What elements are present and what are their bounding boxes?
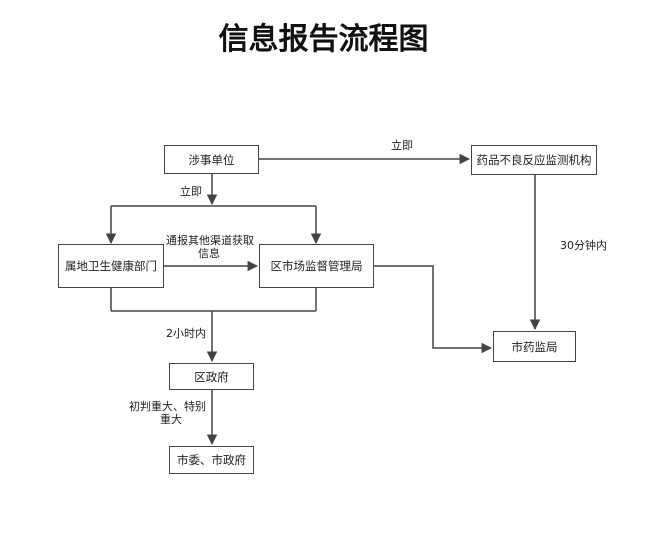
node-city-committee: 市委、市政府 (169, 446, 254, 474)
label-within-30min: 30分钟内 (560, 239, 607, 252)
node-district-gov: 区政府 (169, 363, 254, 390)
label-major-1: 初判重大、特别 (129, 400, 206, 413)
node-market-bureau: 区市场监督管理局 (259, 244, 374, 288)
node-adr-monitoring: 药品不良反应监测机构 (471, 145, 597, 175)
label-immediate-down: 立即 (180, 185, 202, 198)
label-immediate-top: 立即 (391, 139, 413, 152)
label-other-channels-2: 信息 (198, 247, 220, 260)
label-within-2h: 2小时内 (166, 327, 206, 340)
page-title: 信息报告流程图 (218, 22, 429, 57)
arrow-market-to-city (374, 265, 493, 354)
node-health-dept: 属地卫生健康部门 (58, 244, 164, 288)
node-involved-unit: 涉事单位 (164, 145, 259, 174)
node-city-drug-bureau: 市药监局 (493, 331, 576, 362)
label-major-2: 重大 (160, 413, 182, 426)
label-other-channels-1: 通报其他渠道获取 (166, 234, 254, 247)
